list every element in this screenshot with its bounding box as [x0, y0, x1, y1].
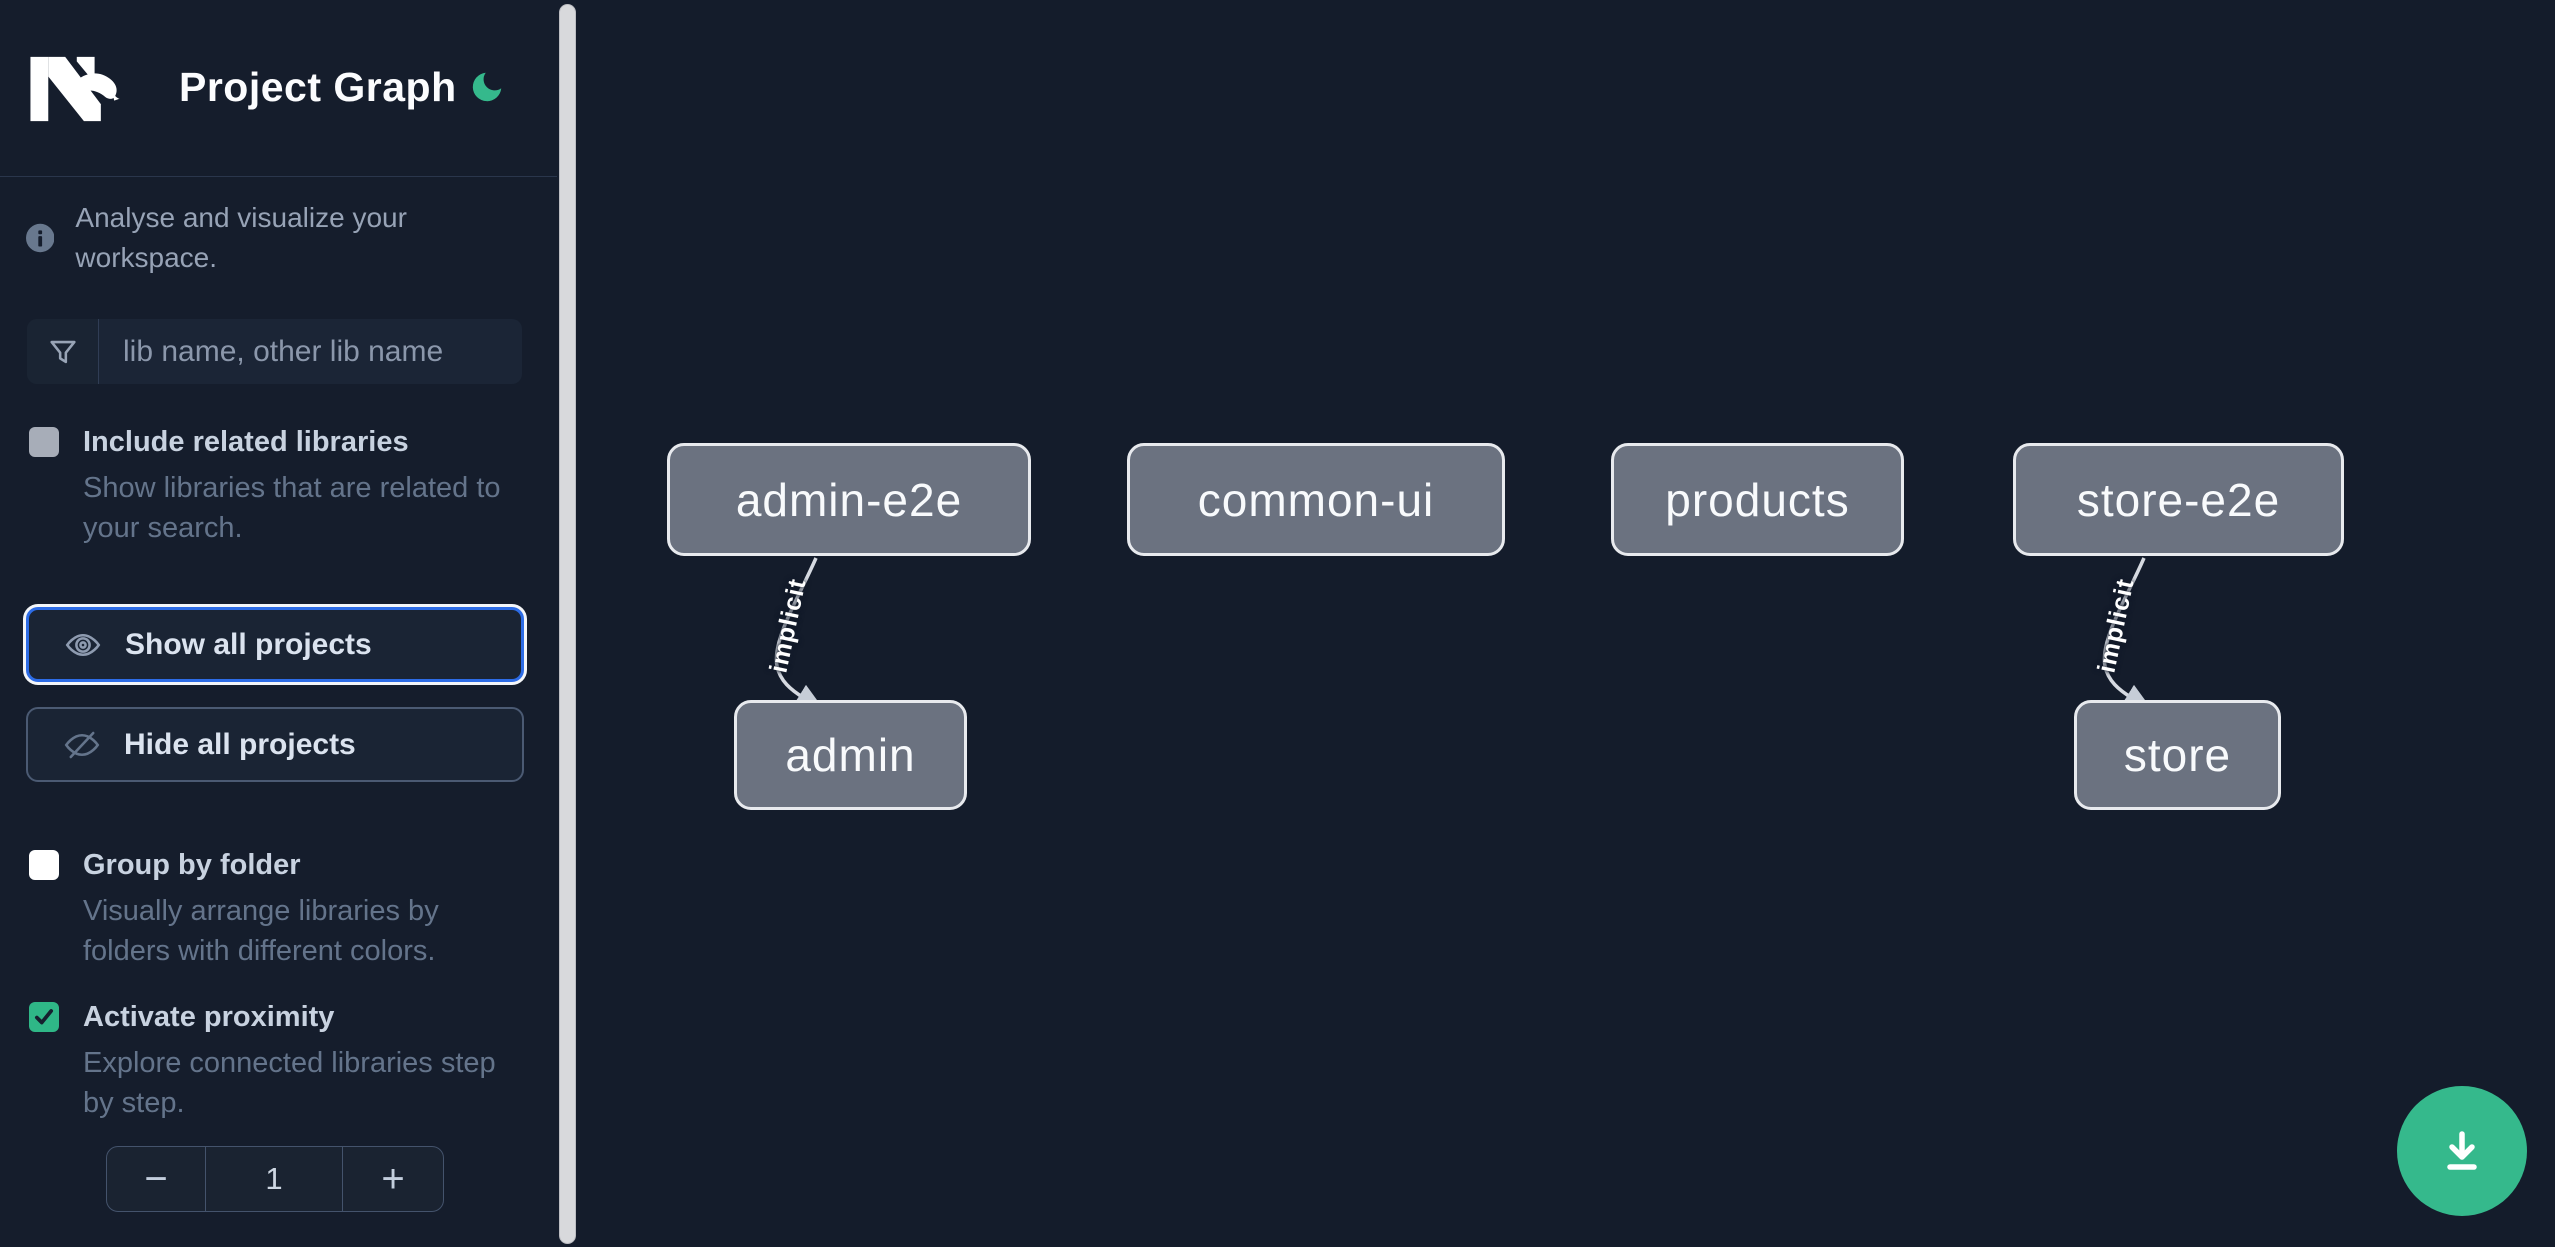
- proximity-depth-stepper: − 1 +: [106, 1146, 444, 1212]
- include-related-label: Include related libraries: [83, 426, 409, 458]
- graph-node-products[interactable]: products: [1611, 443, 1904, 556]
- tagline-row: Analyse and visualize your workspace.: [26, 198, 531, 278]
- app-header: Project Graph: [0, 0, 557, 177]
- graph-node-admin-e2e[interactable]: admin-e2e: [667, 443, 1031, 556]
- group-by-folder-checkbox[interactable]: [29, 850, 59, 880]
- download-icon: [2447, 1131, 2477, 1170]
- download-graph-button[interactable]: [2397, 1086, 2527, 1216]
- sidebar: Project Graph Analyse and visualize your…: [0, 0, 557, 1247]
- activate-proximity-description: Explore connected libraries step by step…: [83, 1047, 496, 1119]
- header-divider: [0, 176, 557, 177]
- stepper-decrement-button[interactable]: −: [107, 1147, 206, 1211]
- filter-funnel-icon: [49, 340, 76, 363]
- include-related-description: Show libraries that are related to your …: [83, 472, 501, 544]
- edge-store-e2e-to-store: [2102, 557, 2153, 711]
- graph-node-store-e2e[interactable]: store-e2e: [2013, 443, 2344, 556]
- hide-all-projects-label: Hide all projects: [124, 727, 356, 761]
- hide-all-projects-button[interactable]: Hide all projects: [26, 707, 524, 782]
- checkmark-icon: [34, 1009, 54, 1025]
- activate-proximity-label: Activate proximity: [83, 1001, 335, 1033]
- nx-logo-icon: [30, 56, 120, 122]
- eye-icon: [65, 633, 101, 656]
- group-by-folder-description: Visually arrange libraries by folders wi…: [83, 895, 439, 967]
- stepper-value[interactable]: 1: [265, 1161, 283, 1196]
- graph-canvas[interactable]: implicit implicit admin-e2e common-ui pr…: [576, 0, 2555, 1247]
- graph-node-store[interactable]: store: [2074, 700, 2281, 810]
- activate-proximity-checkbox[interactable]: [29, 1002, 59, 1032]
- toggle-include-related: Include related libraries Show libraries…: [29, 423, 529, 548]
- stepper-increment-button[interactable]: +: [342, 1147, 443, 1211]
- edge-admin-e2e-to-admin: [774, 557, 825, 711]
- theme-toggle-moon-icon[interactable]: [468, 68, 506, 106]
- filter-icon-cell: [27, 319, 99, 384]
- search-box: [27, 319, 522, 384]
- group-by-folder-label: Group by folder: [83, 849, 301, 881]
- show-all-projects-button[interactable]: Show all projects: [26, 607, 524, 682]
- include-related-checkbox[interactable]: [29, 427, 59, 457]
- sidebar-resizer-scrollbar[interactable]: [559, 4, 576, 1244]
- graph-node-common-ui[interactable]: common-ui: [1127, 443, 1505, 556]
- toggle-activate-proximity: Activate proximity Explore connected lib…: [29, 998, 529, 1123]
- page-title: Project Graph: [179, 64, 457, 110]
- graph-node-admin[interactable]: admin: [734, 700, 967, 810]
- toggle-group-by-folder: Group by folder Visually arrange librari…: [29, 846, 529, 971]
- search-input[interactable]: [99, 319, 522, 384]
- graph-edges-layer: [774, 557, 2153, 711]
- eye-off-icon: [64, 731, 100, 758]
- tagline-text: Analyse and visualize your workspace.: [75, 202, 407, 273]
- show-all-projects-label: Show all projects: [125, 627, 372, 661]
- info-icon: [26, 223, 55, 253]
